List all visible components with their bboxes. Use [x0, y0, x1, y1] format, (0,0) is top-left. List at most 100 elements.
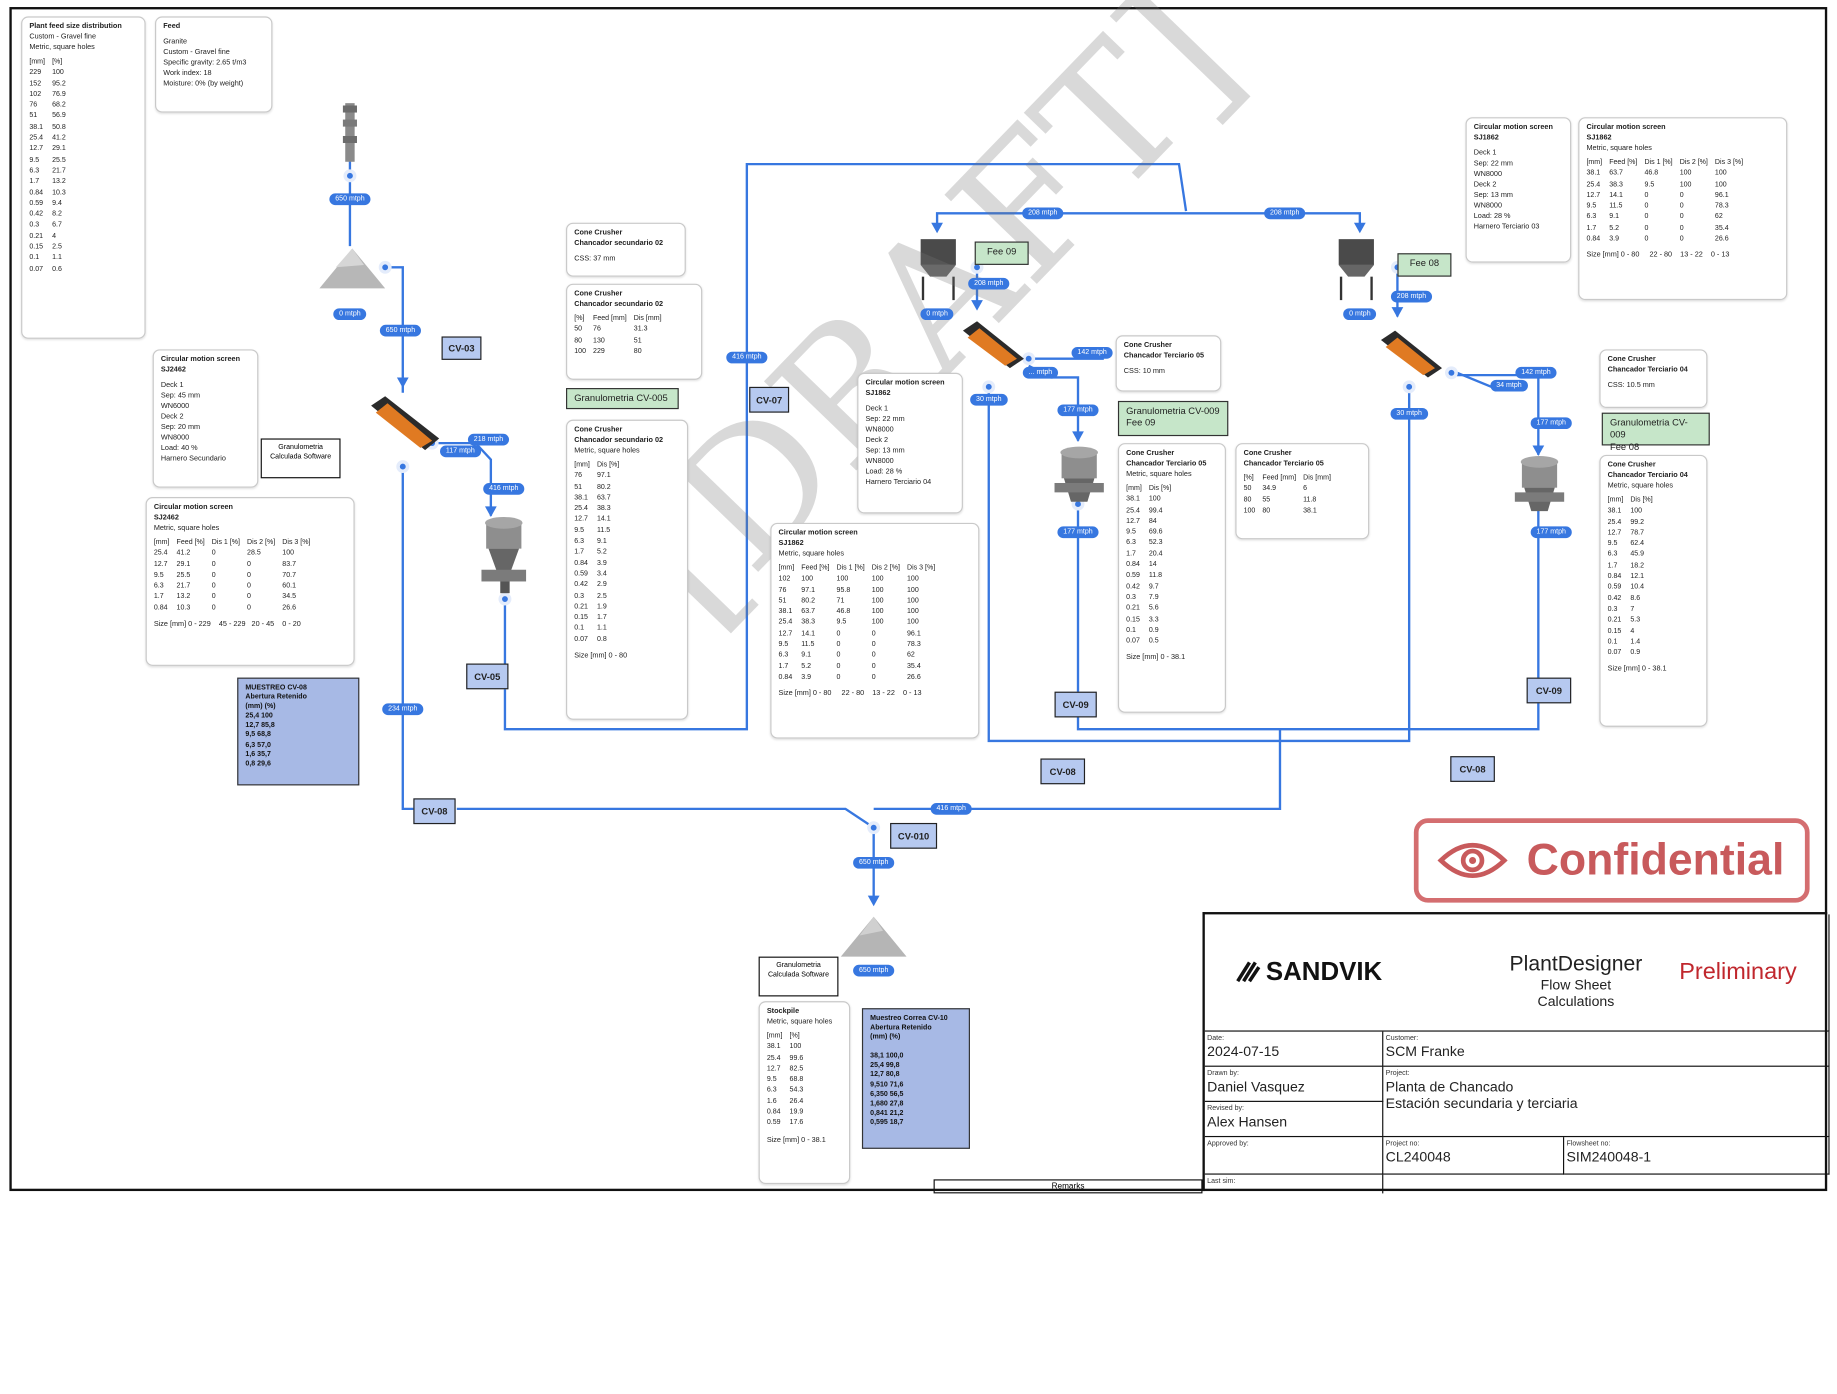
table-cell: 100: [1680, 169, 1715, 180]
conveyor-cv08[interactable]: CV-08: [1040, 758, 1085, 784]
table-cell: 1.7: [1126, 549, 1149, 560]
field-value: SIM240048-1: [1564, 1148, 1828, 1165]
table-cell: 1.4: [1630, 638, 1659, 649]
conveyor-cv05[interactable]: CV-05: [466, 664, 508, 690]
table-cell: 52.3: [1149, 539, 1178, 550]
stockpile-box: Stockpile Metric, square holes [mm][%]38…: [759, 1001, 851, 1184]
table-cell: 46.8: [1644, 169, 1679, 180]
screen-sj1862-right-icon: [1381, 331, 1442, 378]
flow-label: ... mtph: [1023, 367, 1058, 379]
text-line: WN6000: [161, 402, 250, 413]
table-cell: 100: [837, 575, 872, 586]
sandvik-logo: SANDVIK: [1233, 957, 1382, 987]
data-table: [mm][%]22910015295.210276.97668.25156.93…: [29, 57, 72, 275]
table-row: 0.070.5: [1126, 637, 1178, 648]
flow-label: 650 mtph: [380, 325, 421, 337]
table-cell: 76.9: [52, 90, 73, 101]
conveyor-cv03[interactable]: CV-03: [442, 336, 482, 359]
table-cell: 0.84: [154, 603, 177, 614]
text-line: Granulometria CV-009: [1126, 406, 1220, 418]
table-row: 1.75.20035.4: [779, 662, 943, 673]
table-cell: 38.3: [1609, 180, 1644, 191]
conveyor-cv010[interactable]: CV-010: [890, 823, 937, 849]
table-cell: 55: [1262, 495, 1303, 506]
table-header-cell: [%]: [790, 1032, 811, 1043]
table-cell: 34.5: [282, 593, 317, 604]
feeder-08-icon: [1339, 239, 1374, 300]
table-cell: 99.2: [1630, 518, 1659, 529]
table-cell: 9.5: [837, 618, 872, 629]
box-note: Metric, square holes: [154, 524, 347, 535]
table-row: 12.714.10096.1: [779, 629, 943, 640]
field-label: Revised by:: [1205, 1102, 1382, 1113]
title-block: SANDVIK PlantDesigner Flow Sheet Calcula…: [1202, 912, 1827, 1191]
table-cell: 9.1: [801, 651, 836, 662]
text-line: Load: 40 %: [161, 444, 250, 455]
table-cell: 0.1: [1608, 638, 1631, 649]
table-row: 12.729.1: [29, 145, 72, 156]
table-cell: 0: [872, 662, 907, 673]
box-title: Cone Crusher: [1608, 355, 1700, 366]
box-title: Circular motion screen: [779, 529, 972, 540]
table-row: 0.10.9: [1126, 626, 1178, 637]
table-cell: 3.9: [597, 559, 626, 570]
table-header-cell: [mm]: [574, 461, 597, 472]
table-cell: 7: [1630, 605, 1659, 616]
table-row: 12.714.1: [574, 515, 626, 526]
product-title: PlantDesigner Flow Sheet Calculations: [1505, 952, 1646, 1009]
table-cell: 8.6: [1630, 594, 1659, 605]
table-row: 25.441.2: [29, 134, 72, 145]
screen-sj1862-right-table-box: Circular motion screen SJ1862 Metric, sq…: [1578, 117, 1787, 300]
table-row: 8013051: [574, 336, 668, 347]
table-cell: 0.3: [29, 221, 52, 232]
table-cell: 6.7: [52, 221, 73, 232]
flow-label: 177 mtph: [1531, 526, 1572, 538]
fee08-label: Fee 08: [1397, 253, 1451, 276]
table-cell: 68.8: [790, 1075, 811, 1086]
table-header-row: [mm]Dis [%]: [574, 461, 626, 472]
table-cell: 0.42: [574, 581, 597, 592]
conveyor-cv09[interactable]: CV-09: [1527, 678, 1572, 704]
table-cell: 78.3: [907, 640, 942, 651]
table-cell: 152: [29, 79, 52, 90]
box-model: SJ2462: [161, 366, 250, 377]
table-cell: 6.3: [1126, 539, 1149, 550]
table-cell: 12.7: [574, 515, 597, 526]
table-header-cell: Dis 2 [%]: [872, 564, 907, 575]
data-table: [mm]Feed [%]Dis 1 [%]Dis 2 [%]Dis 3 [%]3…: [1586, 158, 1750, 245]
table-cell: 0.15: [1608, 627, 1631, 638]
conveyor-cv08[interactable]: CV-08: [413, 798, 455, 824]
conveyor-cv07[interactable]: CV-07: [749, 387, 789, 413]
table-cell: 34.9: [1262, 484, 1303, 495]
table-row: 0.152.5: [29, 243, 72, 254]
table-cell: 1.1: [597, 624, 626, 635]
table-cell: 100: [790, 1042, 811, 1053]
table-cell: 63.7: [1609, 169, 1644, 180]
table-row: 38.150.8: [29, 123, 72, 134]
size-row: Size [mm] 0 - 38.1: [767, 1136, 842, 1147]
table-cell: 0.9: [1630, 648, 1659, 659]
conveyor-cv09[interactable]: CV-09: [1055, 692, 1097, 718]
box-title: Circular motion screen: [154, 503, 347, 514]
text-line: Sep: 45 mm: [161, 391, 250, 402]
field-value: Daniel Vasquez: [1205, 1078, 1382, 1095]
table-cell: 35.4: [907, 662, 942, 673]
table-row: 25.438.39.5100100: [1586, 180, 1750, 191]
table-cell: 100: [907, 597, 942, 608]
table-cell: 0.21: [1126, 604, 1149, 615]
table-cell: 68.2: [52, 101, 73, 112]
table-cell: 0.21: [1608, 616, 1631, 627]
data-table: [%]Feed [mm]Dis [mm]507631.3801305110022…: [574, 314, 668, 358]
box-model: SJ2462: [154, 513, 347, 524]
text-line: Work index: 18: [163, 69, 264, 80]
table-row: 0.8414: [1126, 560, 1178, 571]
table-cell: 38.1: [767, 1042, 790, 1053]
conveyor-cv08[interactable]: CV-08: [1450, 756, 1495, 782]
text-line: (mm) (%): [870, 1033, 962, 1042]
box-name: Chancador Terciario 05: [1126, 460, 1218, 471]
table-cell: 80: [1262, 506, 1303, 517]
table-row: 102100100100100: [779, 575, 943, 586]
